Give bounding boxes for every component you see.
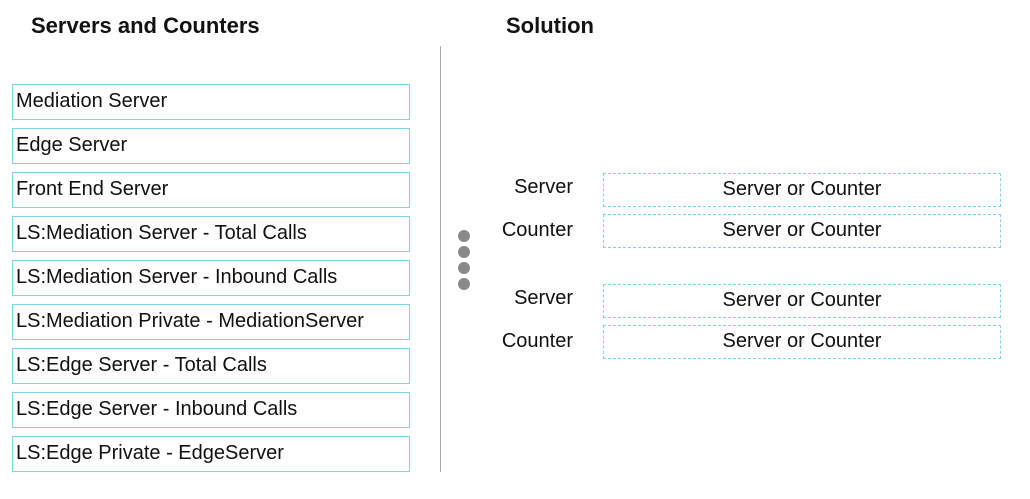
solution-row-label-counter-1: Counter — [501, 219, 573, 241]
solution-drop-target-server-2[interactable]: Server or Counter — [603, 284, 1001, 318]
source-options-list: Mediation Server Edge Server Front End S… — [12, 84, 410, 472]
solution-heading: Solution — [506, 13, 594, 38]
source-option-edge-server[interactable]: Edge Server — [12, 128, 410, 164]
source-option-mediation-inbound-calls[interactable]: LS:Mediation Server - Inbound Calls — [12, 260, 410, 296]
solution-row-label-server-2: Server — [514, 287, 573, 309]
vertical-dots-drag-handle-icon[interactable] — [458, 230, 470, 292]
handle-dot — [458, 278, 470, 290]
source-option-mediation-total-calls[interactable]: LS:Mediation Server - Total Calls — [12, 216, 410, 252]
servers-and-counters-heading: Servers and Counters — [31, 13, 260, 38]
source-option-edge-private[interactable]: LS:Edge Private - EdgeServer — [12, 436, 410, 472]
source-option-mediation-private[interactable]: LS:Mediation Private - MediationServer — [12, 304, 410, 340]
source-option-front-end-server[interactable]: Front End Server — [12, 172, 410, 208]
solution-row-label-server-1: Server — [514, 176, 573, 198]
handle-dot — [458, 262, 470, 274]
solution-row-label-counter-2: Counter — [501, 330, 573, 352]
handle-dot — [458, 230, 470, 242]
solution-drop-target-counter-2[interactable]: Server or Counter — [603, 325, 1001, 359]
solution-drop-target-server-1[interactable]: Server or Counter — [603, 173, 1001, 207]
source-option-edge-total-calls[interactable]: LS:Edge Server - Total Calls — [12, 348, 410, 384]
source-option-edge-inbound-calls[interactable]: LS:Edge Server - Inbound Calls — [12, 392, 410, 428]
column-divider — [440, 46, 441, 472]
source-option-mediation-server[interactable]: Mediation Server — [12, 84, 410, 120]
handle-dot — [458, 246, 470, 258]
solution-drop-target-counter-1[interactable]: Server or Counter — [603, 214, 1001, 248]
